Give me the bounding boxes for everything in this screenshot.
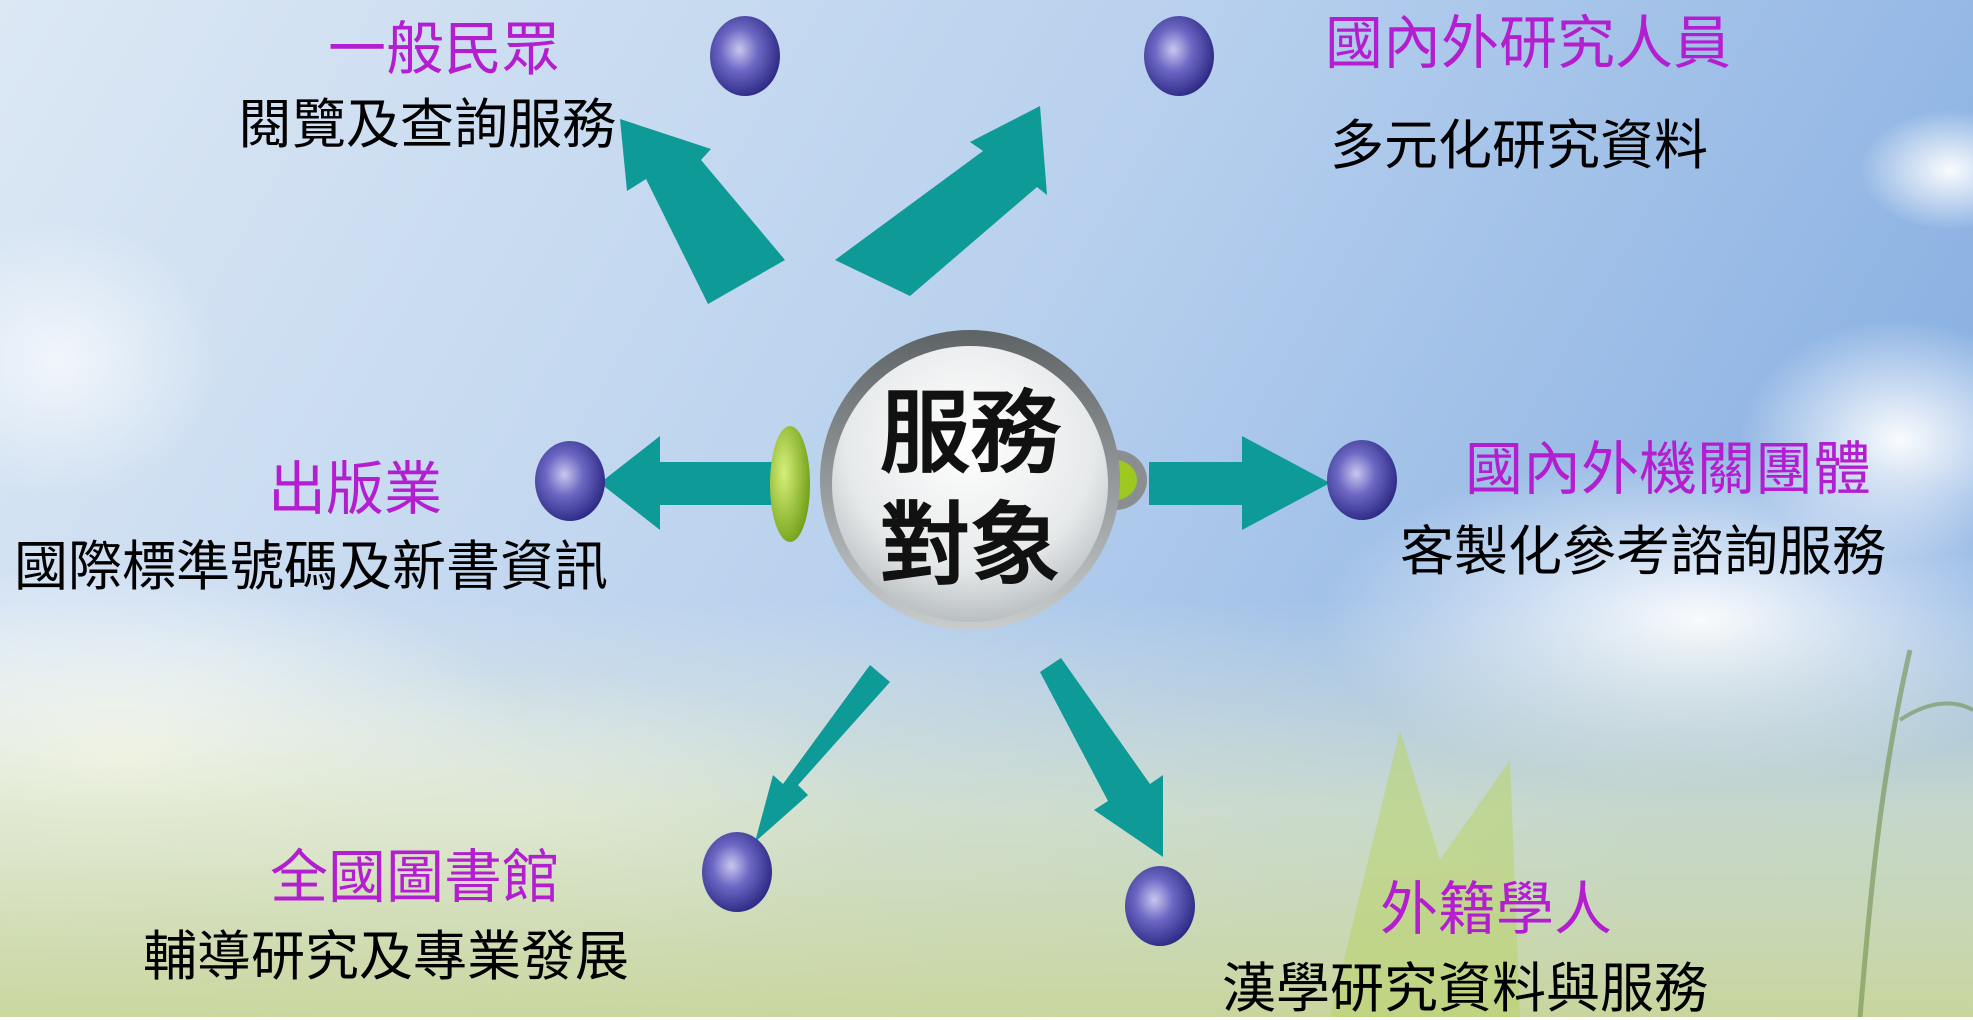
libraries-service: 輔導研究及專業發展 [143, 925, 629, 988]
libraries-audience: 全國圖書館 [270, 843, 561, 911]
node-researchers-icon [1144, 16, 1214, 96]
institutions-audience: 國內外機關團體 [1465, 435, 1872, 503]
arrow-right [1149, 436, 1330, 530]
foreign-scholars-audience: 外籍學人 [1380, 875, 1613, 943]
publishers-service: 國際標準號碼及新書資訊 [14, 535, 608, 598]
node-general-public-icon [710, 16, 780, 96]
arrow-down-right [1040, 658, 1163, 857]
arrow-down-left [755, 665, 890, 842]
node-publishers-icon [535, 441, 605, 521]
arrow-left [600, 436, 790, 530]
node-dots [535, 16, 1397, 946]
arrow-up-right [835, 106, 1047, 296]
arrow-up-left [620, 119, 785, 304]
researchers-audience: 國內外研究人員 [1325, 9, 1732, 77]
node-libraries-icon [702, 832, 772, 912]
hub-icon [820, 330, 1120, 630]
institutions-service: 客製化參考諮詢服務 [1400, 520, 1886, 583]
hub-title-line2: 對象 [880, 493, 1060, 598]
foreign-scholars-service: 漢學研究資料與服務 [1222, 957, 1708, 1020]
hub-title: 服務 對象 [820, 378, 1120, 602]
hub-title-line1: 服務 [880, 381, 1060, 486]
general-public-service: 閱覽及查詢服務 [238, 93, 616, 156]
node-institutions-icon [1327, 440, 1397, 520]
publishers-audience: 出版業 [268, 455, 443, 523]
hub-left-cap-icon [770, 426, 810, 542]
general-public-audience: 一般民眾 [328, 15, 561, 83]
researchers-service: 多元化研究資料 [1330, 114, 1708, 177]
node-foreign-scholars-icon [1125, 866, 1195, 946]
